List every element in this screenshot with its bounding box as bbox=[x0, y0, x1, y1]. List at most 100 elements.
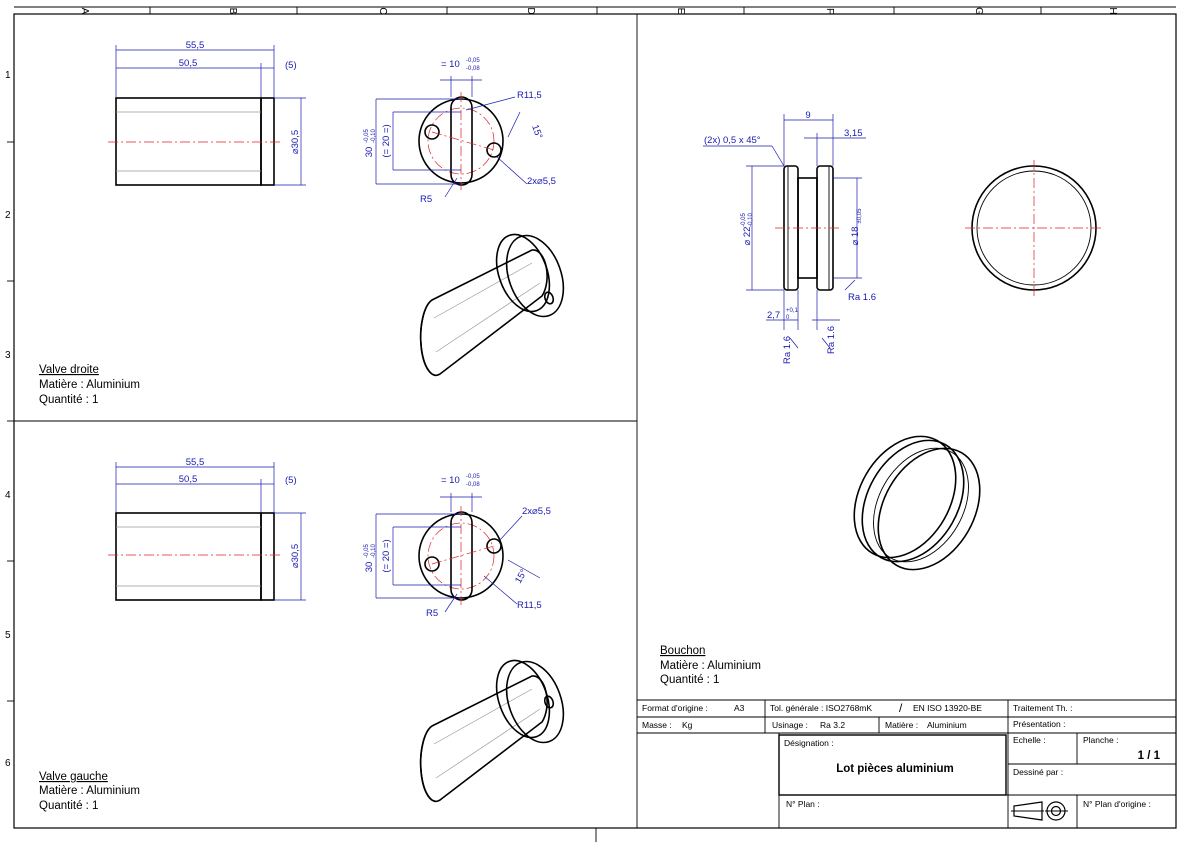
dim-width: 9 bbox=[805, 110, 810, 121]
dim-height: 30 bbox=[364, 562, 375, 573]
column-label: G bbox=[973, 7, 984, 15]
dim-diameter: ⌀30,5 bbox=[290, 130, 301, 154]
dim-r5: R5 bbox=[426, 608, 438, 619]
designation-value: Lot pièces aluminium bbox=[836, 763, 954, 775]
svg-text:-0,05: -0,05 bbox=[466, 474, 480, 480]
part-material: Matière : Aluminium bbox=[39, 379, 140, 391]
bouchon-iso-view bbox=[853, 435, 981, 571]
valve-droite-label: Valve droite Matière : Aluminium Quantit… bbox=[39, 364, 140, 406]
valve-droite-side-view: 55,5 50,5 (5) ⌀30,5 bbox=[108, 40, 306, 186]
row-label: 3 bbox=[5, 350, 11, 361]
svg-text:-0,05: -0,05 bbox=[466, 58, 480, 64]
column-label: A bbox=[79, 8, 90, 15]
plan-label: N° Plan : bbox=[786, 799, 820, 809]
part-title: Valve droite bbox=[39, 364, 99, 376]
bouchon-end-view bbox=[965, 160, 1103, 296]
dim-holes: 2x⌀5,5 bbox=[527, 176, 556, 187]
svg-text:+0,1: +0,1 bbox=[786, 308, 799, 314]
origin-plan-label: N° Plan d'origine : bbox=[1083, 799, 1151, 809]
drawn-by-label: Dessiné par : bbox=[1013, 767, 1063, 777]
dim-radius: R11,5 bbox=[517, 600, 542, 611]
bouchon-side-view: 9 3,15 (2x) 0,5 x 45° ⌀ 22 -0,05 -0,10 ⌀… bbox=[703, 110, 876, 364]
treatment-label: Traitement Th. : bbox=[1013, 703, 1073, 713]
dim-flange: 2,7 bbox=[767, 310, 780, 321]
roughness-label: Ra 1.6 bbox=[782, 336, 793, 364]
part-material: Matière : Aluminium bbox=[39, 785, 140, 797]
column-label: H bbox=[1107, 7, 1118, 14]
dim-chamfer: (2x) 0,5 x 45° bbox=[704, 135, 761, 146]
part-material: Matière : Aluminium bbox=[660, 660, 761, 672]
svg-text:-0,10: -0,10 bbox=[748, 213, 754, 227]
svg-text:-0,05: -0,05 bbox=[364, 544, 370, 558]
sheet-label: Planche : bbox=[1083, 735, 1118, 745]
dim-flat-width: = 10 bbox=[441, 475, 460, 486]
title-block: Format d'origine : A3 Tol. générale : IS… bbox=[637, 699, 1176, 828]
mass-label: Masse : bbox=[642, 720, 672, 730]
svg-text:-0,10: -0,10 bbox=[371, 129, 377, 143]
dim-length-body: 50,5 bbox=[179, 58, 198, 69]
dim-angle: 15° bbox=[513, 567, 530, 585]
format-label: Format d'origine : bbox=[642, 703, 708, 713]
tolerance-label: Tol. générale : ISO2768mK bbox=[770, 703, 872, 713]
row-label: 2 bbox=[5, 210, 11, 221]
bouchon-label: Bouchon Matière : Aluminium Quantité : 1 bbox=[660, 645, 761, 686]
row-label: 6 bbox=[5, 758, 11, 769]
valve-droite-end-view: = 10 -0,05 -0,08 30 -0,05 -0,10 (= 20 =)… bbox=[364, 58, 556, 205]
svg-text:0: 0 bbox=[786, 315, 790, 321]
dim-groove-diameter: ⌀ 18 bbox=[850, 227, 861, 246]
column-label: F bbox=[824, 8, 835, 14]
dim-holes: 2x⌀5,5 bbox=[522, 506, 551, 517]
format-value: A3 bbox=[734, 703, 745, 713]
column-label: B bbox=[227, 8, 238, 15]
machining-label: Usinage : bbox=[772, 720, 808, 730]
dim-groove: 3,15 bbox=[844, 128, 863, 139]
svg-text:-0,08: -0,08 bbox=[466, 66, 480, 72]
svg-text:±0,05: ±0,05 bbox=[857, 208, 863, 224]
valve-droite-iso-view bbox=[419, 233, 565, 377]
valve-gauche-iso-view bbox=[419, 659, 565, 803]
dim-height: 30 bbox=[364, 147, 375, 158]
dim-length-total: 55,5 bbox=[186, 40, 205, 51]
presentation-label: Présentation : bbox=[1013, 719, 1065, 729]
valve-gauche-side-view: 55,5 50,5 (5) ⌀30,5 bbox=[108, 457, 306, 601]
dim-radius: R11,5 bbox=[517, 90, 542, 101]
roughness-label: Ra 1.6 bbox=[848, 292, 876, 303]
dim-length-head: (5) bbox=[285, 475, 297, 486]
svg-text:-0,10: -0,10 bbox=[371, 544, 377, 558]
dim-r5: R5 bbox=[420, 194, 432, 205]
row-label: 1 bbox=[5, 70, 11, 81]
svg-text:-0,08: -0,08 bbox=[466, 482, 480, 488]
mass-value: Kg bbox=[682, 720, 693, 730]
column-label: C bbox=[377, 7, 388, 14]
svg-text:-0,05: -0,05 bbox=[364, 129, 370, 143]
tolerance-separator: / bbox=[899, 701, 903, 715]
dim-inner-width: (= 20 =) bbox=[381, 539, 392, 572]
sheet-frame bbox=[7, 6, 1177, 842]
part-quantity: Quantité : 1 bbox=[39, 394, 98, 406]
scale-label: Echelle : bbox=[1013, 735, 1046, 745]
part-title: Valve gauche bbox=[39, 771, 108, 783]
dim-length-body: 50,5 bbox=[179, 474, 198, 485]
material-label: Matière : bbox=[885, 720, 918, 730]
sheet-value: 1 / 1 bbox=[1138, 750, 1161, 762]
material-value: Aluminium bbox=[927, 720, 967, 730]
dim-angle: 15° bbox=[529, 123, 544, 140]
column-label: D bbox=[525, 7, 536, 14]
part-quantity: Quantité : 1 bbox=[39, 800, 98, 812]
part-quantity: Quantité : 1 bbox=[660, 674, 719, 686]
dim-diameter: ⌀30,5 bbox=[290, 544, 301, 568]
projection-symbol-icon bbox=[1011, 801, 1068, 821]
valve-gauche-end-view: = 10 -0,05 -0,08 30 -0,05 -0,10 (= 20 =)… bbox=[364, 474, 551, 619]
dim-outer-diameter: ⌀ 22 bbox=[742, 227, 753, 246]
part-title: Bouchon bbox=[660, 645, 705, 657]
designation-label: Désignation : bbox=[784, 738, 834, 748]
dim-flat-width: = 10 bbox=[441, 59, 460, 70]
row-label: 5 bbox=[5, 630, 11, 641]
column-label: E bbox=[675, 8, 686, 15]
svg-text:-0,05: -0,05 bbox=[741, 213, 747, 227]
roughness-label: Ra 1.6 bbox=[826, 326, 837, 354]
valve-gauche-label: Valve gauche Matière : Aluminium Quantit… bbox=[39, 771, 140, 812]
row-label: 4 bbox=[5, 490, 11, 501]
dim-inner-width: (= 20 =) bbox=[381, 124, 392, 157]
